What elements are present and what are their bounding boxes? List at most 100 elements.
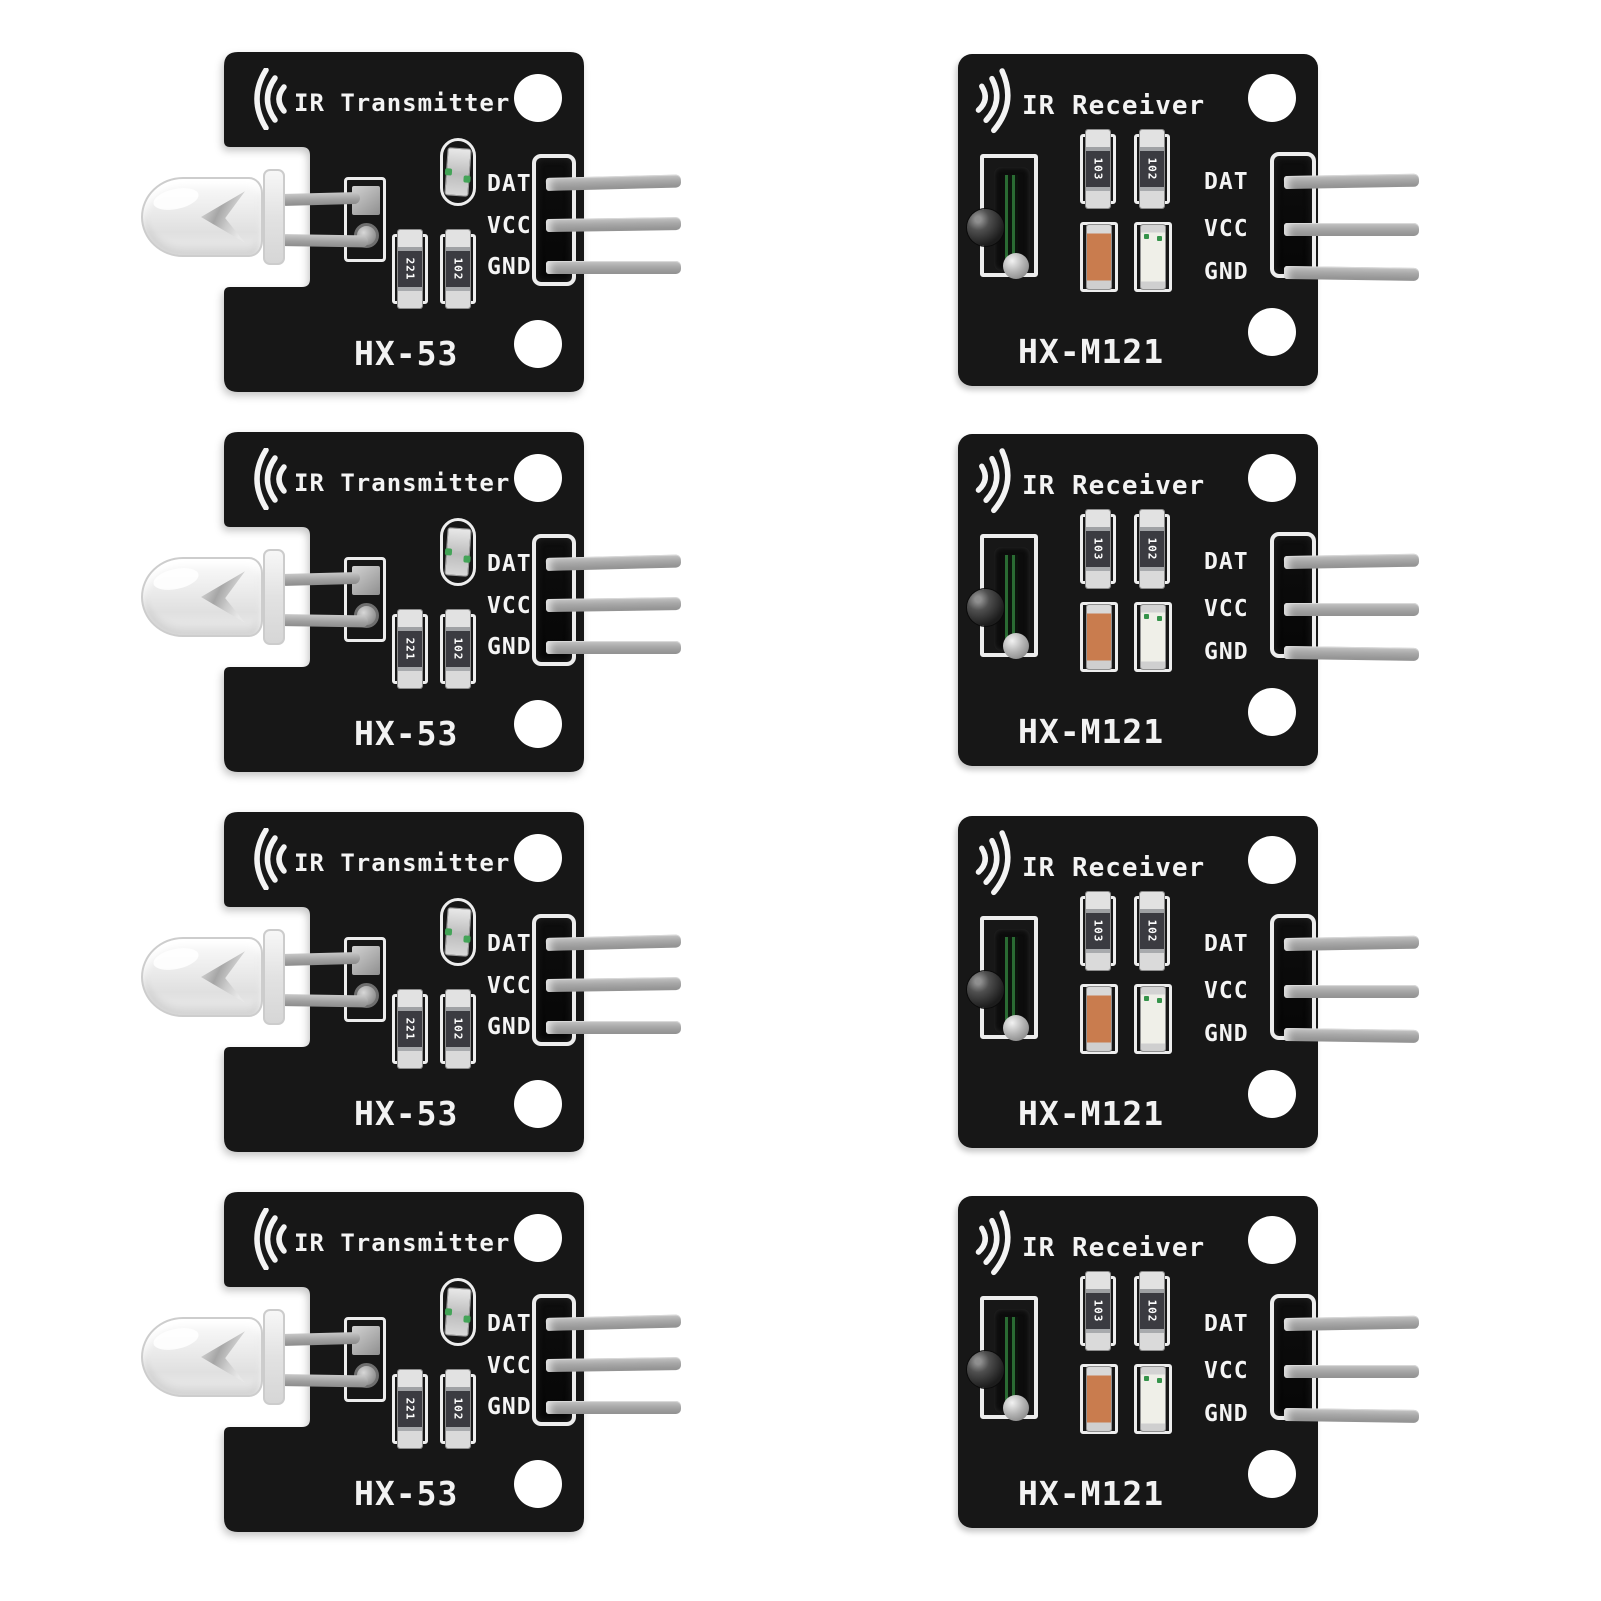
led-reflector-cup xyxy=(201,191,245,243)
header-pin-vcc xyxy=(545,597,682,612)
pcb-board xyxy=(224,432,584,772)
model-label: HX-53 xyxy=(354,1474,459,1513)
ir-sensor-face xyxy=(1005,937,1018,1025)
ir-transmitter-module: IR Transmitter 221 102 xyxy=(130,812,705,1152)
mounting-hole-top xyxy=(1248,74,1296,122)
pin-label-gnd: GND xyxy=(487,1394,532,1420)
model-label: HX-53 xyxy=(354,334,459,373)
header-pin-vcc xyxy=(545,1357,682,1372)
mounting-hole-top xyxy=(514,834,562,882)
smd-resistor-103: 103 xyxy=(1080,892,1116,970)
signal-waves-out-icon xyxy=(254,448,287,510)
pcb-board xyxy=(224,1192,584,1532)
ir-led-flange xyxy=(263,1309,285,1405)
smd-resistor-102: 102 xyxy=(1134,130,1170,208)
pcb-board xyxy=(224,52,584,392)
header-pin-vcc xyxy=(545,977,682,992)
pin-label-gnd: GND xyxy=(1204,1021,1249,1047)
signal-waves-in-icon xyxy=(975,448,1011,514)
resistor-code: 103 xyxy=(1091,157,1105,181)
pin-label-dat: DAT xyxy=(1204,169,1249,195)
signal-waves-out-icon xyxy=(254,68,287,130)
solder-joint xyxy=(1003,1395,1029,1421)
led-highlight xyxy=(151,184,201,214)
board-title: IR Receiver xyxy=(1022,1233,1206,1263)
smd-indicator-led xyxy=(440,1278,476,1346)
header-pin-dat xyxy=(1283,1315,1420,1331)
led-reflector-cup xyxy=(201,951,245,1003)
smd-resistor-103: 103 xyxy=(1080,1272,1116,1350)
resistor-code: 221 xyxy=(403,1017,417,1041)
smd-resistor-102: 102 xyxy=(1134,892,1170,970)
smd-indicator-led xyxy=(1134,222,1172,292)
ir-receiver-element xyxy=(967,154,1038,279)
pin-label-dat: DAT xyxy=(487,931,532,957)
ir-transmitter-module: IR Transmitter 221 102 xyxy=(130,52,705,392)
ir-sensor-face xyxy=(1005,555,1018,643)
smd-capacitor xyxy=(1080,1364,1118,1434)
pin-header xyxy=(1270,1294,1316,1420)
header-pin-dat xyxy=(1283,935,1420,951)
header-pin-vcc xyxy=(1284,985,1419,998)
pin-label-dat: DAT xyxy=(487,171,532,197)
smd-capacitor xyxy=(1080,984,1118,1054)
header-pin-gnd xyxy=(546,1401,681,1414)
board-title: IR Transmitter xyxy=(294,469,511,497)
header-pin-vcc xyxy=(1284,1365,1419,1378)
smd-led-chip xyxy=(444,908,471,956)
ir-dome-lens xyxy=(967,209,1004,246)
resistor-code: 221 xyxy=(403,257,417,281)
smd-led-chip xyxy=(444,528,471,576)
resistor-code: 102 xyxy=(1145,1299,1159,1323)
header-pin-gnd xyxy=(1283,266,1420,281)
ir-led-leg-anode xyxy=(279,951,361,966)
model-label: HX-M121 xyxy=(1018,1474,1165,1513)
model-label: HX-M121 xyxy=(1018,712,1165,751)
board-title: IR Receiver xyxy=(1022,91,1206,121)
resistor-code: 103 xyxy=(1091,537,1105,561)
model-label: HX-53 xyxy=(354,1094,459,1133)
resistor-code: 102 xyxy=(451,257,465,281)
board-title: IR Transmitter xyxy=(294,849,511,877)
header-pin-dat xyxy=(545,554,682,571)
ir-sensor-face xyxy=(1005,175,1018,263)
ir-led-leg-cathode xyxy=(279,1374,369,1388)
pin-label-vcc: VCC xyxy=(1204,1358,1249,1384)
pin-label-vcc: VCC xyxy=(1204,978,1249,1004)
led-solder-pads xyxy=(344,177,386,262)
pin-label-vcc: VCC xyxy=(1204,216,1249,242)
smd-capacitor xyxy=(1080,602,1118,672)
resistor-code: 221 xyxy=(403,637,417,661)
signal-waves-in-icon xyxy=(975,830,1011,896)
header-pin-gnd xyxy=(1283,1028,1420,1043)
ir-led-leg-anode xyxy=(279,1331,361,1346)
mounting-hole-bottom xyxy=(514,700,562,748)
ir-led-flange xyxy=(263,169,285,265)
smd-capacitor xyxy=(1080,222,1118,292)
header-pin-dat xyxy=(1283,173,1420,189)
pin-label-dat: DAT xyxy=(487,1311,532,1337)
resistor-code: 102 xyxy=(1145,157,1159,181)
ir-dome-lens xyxy=(967,971,1004,1008)
ir-dome-lens xyxy=(967,589,1004,626)
board-title: IR Transmitter xyxy=(294,1229,511,1257)
pin-label-gnd: GND xyxy=(1204,1401,1249,1427)
header-pin-vcc xyxy=(1284,223,1419,236)
led-highlight xyxy=(151,564,201,594)
mounting-hole-top xyxy=(514,74,562,122)
resistor-code: 102 xyxy=(451,1017,465,1041)
ir-receiver-module: IR Receiver 103 102 DAT VCC xyxy=(958,54,1448,386)
pin-label-dat: DAT xyxy=(1204,549,1249,575)
header-pin-gnd xyxy=(546,261,681,274)
ir-led-leg-anode xyxy=(279,571,361,586)
resistor-code: 102 xyxy=(451,1397,465,1421)
ir-led-leg-cathode xyxy=(279,614,369,628)
ir-transmitter-module: IR Transmitter 221 102 xyxy=(130,1192,705,1532)
ir-led-body xyxy=(141,937,263,1017)
mounting-hole-bottom xyxy=(1248,1070,1296,1118)
resistor-code: 103 xyxy=(1091,1299,1105,1323)
smd-resistor-221: 221 xyxy=(392,230,428,308)
signal-waves-out-icon xyxy=(254,1208,287,1270)
ir-led-body xyxy=(141,1317,263,1397)
pin-label-vcc: VCC xyxy=(487,973,532,999)
